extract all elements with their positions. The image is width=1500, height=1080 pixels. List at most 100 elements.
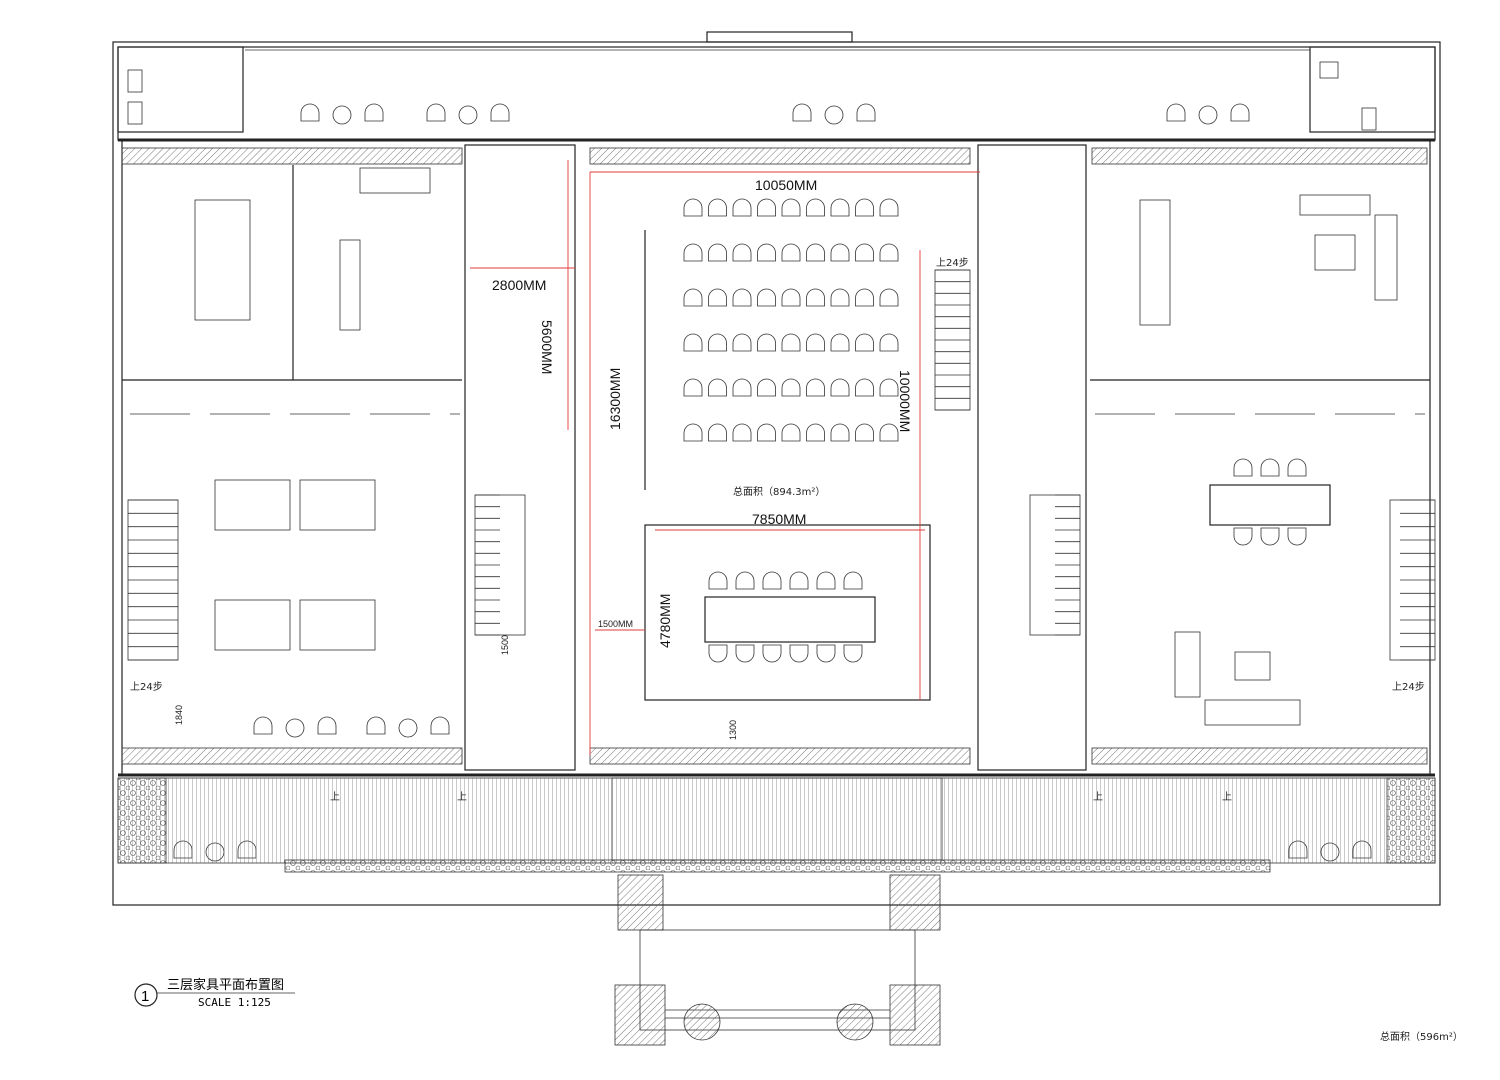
dim-seating-depth: 10000MM: [897, 370, 913, 432]
up-label-2: 上: [457, 791, 467, 803]
chair: [1287, 458, 1307, 477]
toilet-rooms: [117, 46, 1436, 133]
chair: [789, 644, 809, 663]
dim-corridor-depth: 5600MM: [539, 320, 555, 374]
chair: [879, 378, 899, 397]
chair: [855, 243, 874, 262]
chair: [830, 288, 850, 307]
dim-hall-width: 10050MM: [755, 177, 817, 193]
chair: [1233, 458, 1253, 477]
chair: [830, 378, 850, 397]
chair: [683, 333, 703, 352]
chair: [830, 423, 850, 442]
chair: [762, 571, 782, 590]
entrance-steps: [614, 874, 941, 1046]
chair: [879, 288, 899, 307]
total-area-center: 总面积（894.3m²）: [733, 485, 825, 498]
chair: [735, 644, 755, 663]
chair: [830, 333, 850, 352]
chair: [708, 198, 727, 217]
chair: [1166, 103, 1186, 122]
chair: [806, 378, 825, 397]
stair-label-right: 上24步: [1392, 681, 1425, 693]
chair: [757, 423, 776, 442]
side-table: [332, 105, 352, 125]
chair: [708, 378, 727, 397]
dim-meeting-width: 7850MM: [752, 511, 806, 527]
chair: [781, 288, 801, 307]
interior-walls: [122, 144, 1430, 771]
chair: [708, 423, 727, 442]
chair: [732, 378, 752, 397]
porch: [117, 777, 1436, 873]
building-outline: [112, 31, 1441, 906]
chair: [735, 571, 755, 590]
stair-label-center: 上24步: [936, 257, 969, 269]
chair: [806, 333, 825, 352]
chair: [490, 103, 510, 122]
dim-door: 1300: [728, 720, 738, 740]
chair: [806, 243, 825, 262]
chair: [364, 103, 384, 122]
chair: [732, 243, 752, 262]
side-table: [1198, 105, 1218, 125]
chair: [855, 333, 874, 352]
chair: [708, 243, 727, 262]
dim-hall-depth: 16300MM: [607, 368, 623, 430]
chair: [806, 198, 825, 217]
chair: [1260, 458, 1280, 477]
chair: [426, 103, 446, 122]
drawing-scale: SCALE 1:125: [198, 996, 271, 1009]
chair: [1287, 527, 1307, 546]
chair: [708, 571, 728, 590]
chair: [1260, 527, 1280, 546]
chair: [879, 243, 899, 262]
dim-meeting-depth: 4780MM: [657, 594, 673, 648]
chair: [856, 103, 876, 122]
chair: [792, 103, 812, 122]
chair: [843, 571, 863, 590]
stair-label-left: 上24步: [130, 681, 163, 693]
side-table: [285, 718, 305, 738]
title-block: 1 三层家具平面布置图 SCALE 1:125 总面积（596m²）: [134, 977, 1463, 1043]
chair: [879, 423, 899, 442]
chair: [1233, 527, 1253, 546]
furniture: [173, 103, 1372, 862]
chair: [757, 243, 776, 262]
chair: [789, 571, 809, 590]
chair: [781, 423, 801, 442]
chair: [757, 198, 776, 217]
dimension-lines: [470, 160, 980, 755]
dim-stair: 1500: [500, 635, 510, 655]
chair: [879, 198, 899, 217]
total-area-bottom: 总面积（596m²）: [1380, 1030, 1463, 1043]
chair: [366, 716, 386, 735]
chair: [762, 644, 782, 663]
chair: [253, 716, 273, 735]
drawing-number: 1: [141, 988, 149, 1005]
chair: [732, 288, 752, 307]
chair: [855, 288, 874, 307]
up-label-3: 上: [1093, 791, 1103, 803]
chair: [683, 423, 703, 442]
dimension-labels: 10050MM 2800MM 5600MM 16300MM 10000MM 78…: [130, 177, 1425, 803]
side-table: [824, 105, 844, 125]
up-label-4: 上: [1222, 791, 1232, 803]
meeting-table: [704, 596, 876, 643]
chair: [683, 198, 703, 217]
dim-offset: 1500MM: [598, 619, 633, 629]
chair: [317, 716, 337, 735]
chair: [806, 288, 825, 307]
chair: [855, 378, 874, 397]
chair: [830, 198, 850, 217]
chair: [757, 288, 776, 307]
chair: [816, 644, 836, 663]
window-strips: [121, 147, 1428, 765]
chair: [732, 423, 752, 442]
office-desks: [194, 167, 1398, 726]
chair: [757, 378, 776, 397]
chair: [300, 103, 320, 122]
chair: [683, 288, 703, 307]
drawing-title: 三层家具平面布置图: [167, 977, 284, 993]
